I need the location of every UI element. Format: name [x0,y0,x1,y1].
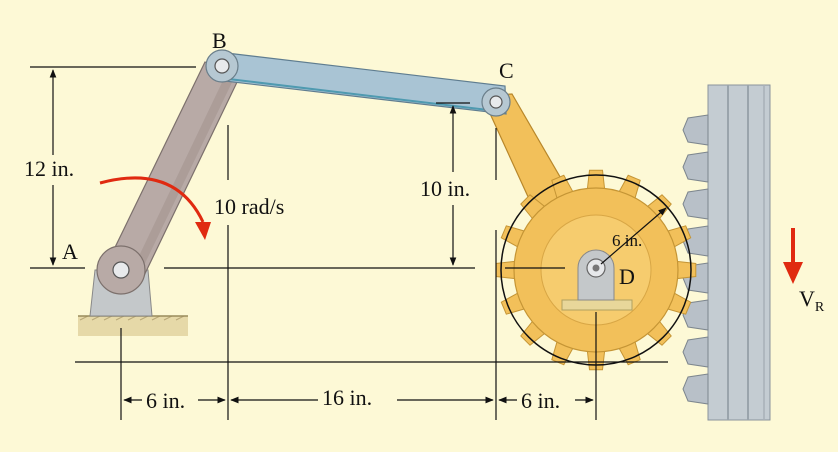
rack-velocity-label: VR [799,286,825,315]
pin-a [96,245,146,295]
dim-span-3: 6 in. [521,388,560,413]
rack-velocity-arrow [783,228,803,284]
label-point-c: C [499,58,514,83]
dim-span-1: 6 in. [146,388,185,413]
label-point-b: B [212,28,227,53]
label-point-a: A [62,239,78,264]
pin-b [205,49,239,83]
dim-gear-radius: 6 in. [612,231,642,250]
dim-span-2: 16 in. [322,385,372,410]
label-point-d: D [619,264,635,289]
reference-lines [30,66,668,420]
dimension-arrows [49,69,667,404]
dim-height-ab: 12 in. [24,156,74,181]
angular-velocity-label: 10 rad/s [214,194,284,219]
angular-velocity-arrow [99,176,211,240]
pin-c [481,87,511,117]
gear-rack [682,84,771,421]
dim-height-c: 10 in. [420,176,470,201]
